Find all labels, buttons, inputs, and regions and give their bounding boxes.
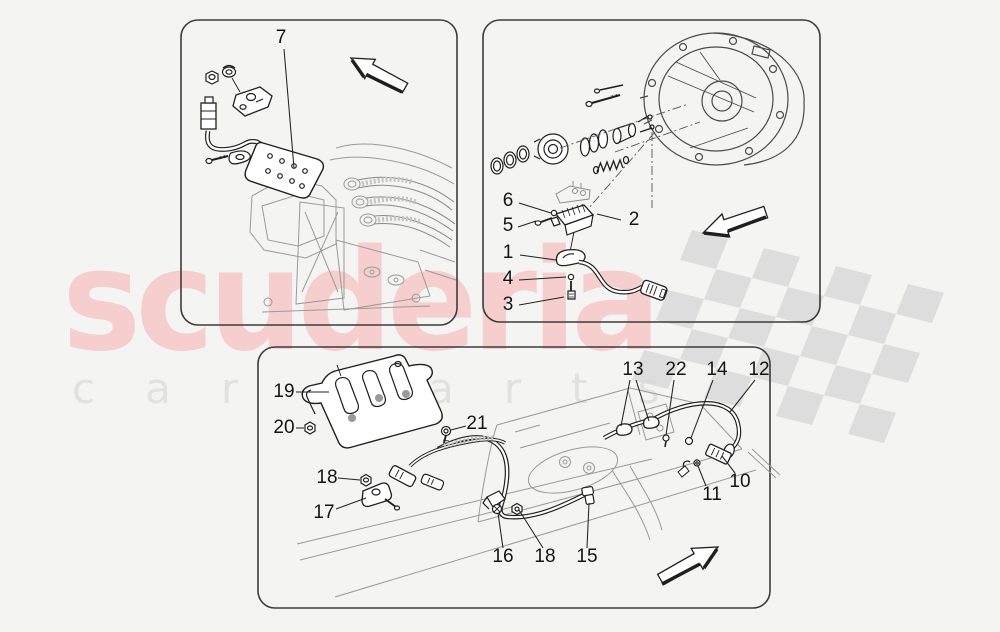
bolt-20 [304,421,316,435]
bolt-5 [534,217,553,226]
clutch-switch-drawing [534,203,668,301]
callout-6: 6 [502,190,514,211]
washer-4 [567,273,575,281]
hoses-drawing [357,176,456,248]
callout-10: 10 [729,471,751,492]
cable-clamps-13 [615,416,660,436]
callout-18: 18 [316,467,338,488]
washer-6 [550,209,558,217]
gearbox-cables-drawing [296,354,781,598]
bolt-21 [440,425,452,445]
ecu-assembly-drawing [200,57,457,313]
callout-13: 13 [622,359,644,380]
panel-frame-clutch [482,19,821,323]
callout-16: 16 [492,546,514,567]
heat-shield-drawing [301,354,443,449]
callout-leader-lines [283,48,756,549]
callout-7: 7 [275,27,287,48]
mounting-bolt [205,154,229,165]
clutch-actuation-drawing [490,32,805,301]
direction-arrow-left [701,205,769,238]
callout-22: 22 [665,359,687,380]
panel-frame-ecu [180,19,458,326]
cable-connector-b [420,473,445,491]
callout-17: 17 [313,502,335,523]
callout-18: 18 [534,546,556,567]
callout-4: 4 [502,268,514,289]
direction-arrow-up-right [656,546,720,586]
callout-3: 3 [502,294,514,315]
spring-drawing [596,158,624,173]
engine-bracket-background [249,143,457,313]
cable-connector-a [388,465,417,488]
nut-14 [684,436,694,446]
panel-frame-gearbox [257,346,771,609]
callout-12: 12 [748,359,770,380]
cable-connector [640,279,668,301]
callout-5: 5 [502,215,514,236]
grommet-bracket-16 [482,490,506,515]
connector-plug [200,96,217,130]
ecu-mounting-plate [244,141,325,199]
cable-clamp-1 [555,248,586,267]
hose-braid-texture [361,176,421,225]
pedal-bracket-background [555,181,591,204]
grommet-15 [581,485,595,505]
clamp-bracket-17 [361,482,401,511]
callout-21: 21 [466,413,488,434]
nut-fastener [205,70,219,85]
alignment-dash-lines [559,103,701,210]
callout-14: 14 [706,359,728,380]
callout-2: 2 [628,209,640,230]
callout-20: 20 [273,417,295,438]
clutch-housing-drawing [639,32,805,166]
direction-arrow-up-left [349,57,409,94]
callout-15: 15 [576,546,598,567]
callout-1: 1 [502,242,514,263]
grommet-fastener [221,64,237,78]
bolt-3 [567,281,576,300]
callout-11: 11 [702,484,722,505]
callout-19: 19 [273,381,295,402]
gearbox-background [296,387,781,598]
small-bracket [232,86,273,117]
nut-18a [360,473,372,487]
cable-clamp [228,150,251,165]
